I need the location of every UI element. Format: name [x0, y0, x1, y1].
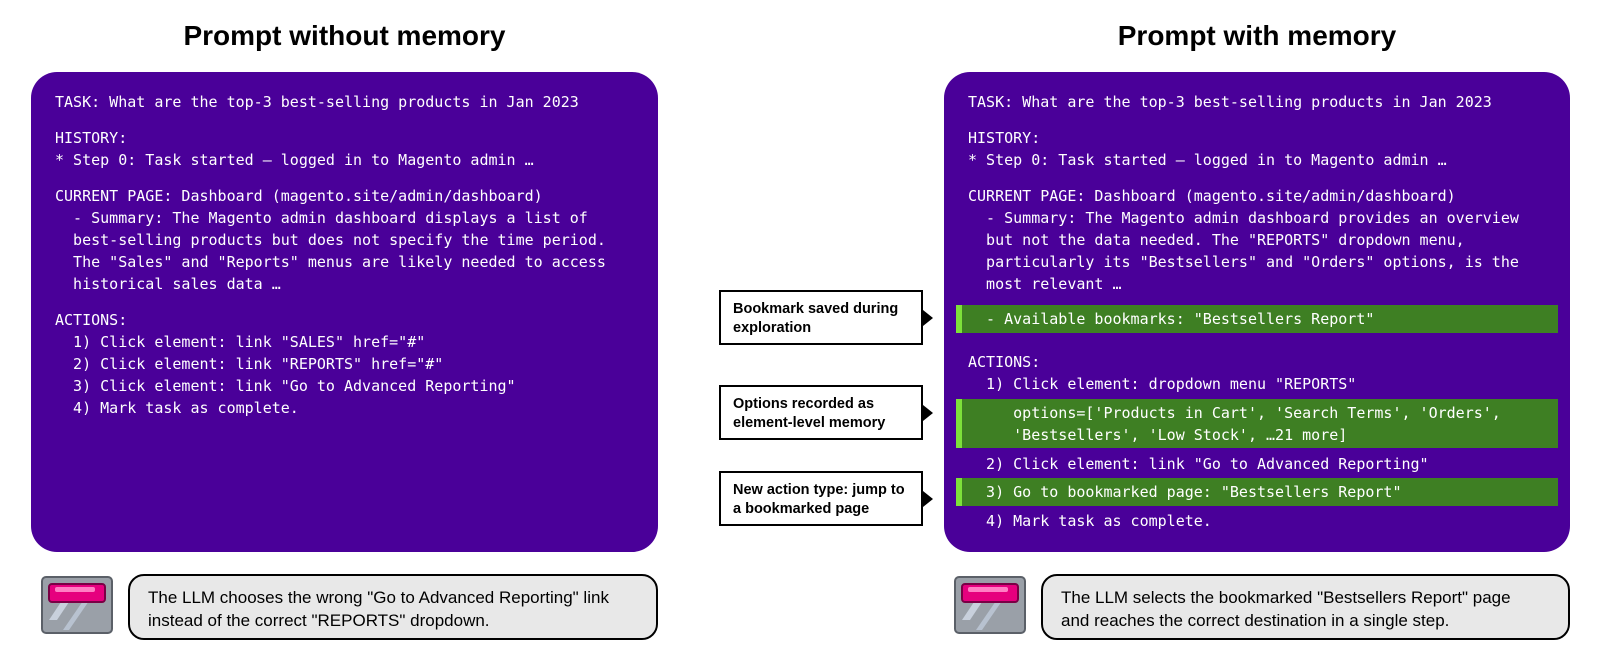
caption-text: The LLM selects the bookmarked "Bestsell…	[1061, 588, 1511, 607]
right-title: Prompt with memory	[1117, 20, 1397, 51]
callout-text: element-level memory	[733, 415, 886, 431]
robot-agent-icon	[41, 576, 113, 634]
bookmarks-line: - Available bookmarks: "Bestsellers Repo…	[968, 310, 1375, 328]
robot-agent-icon	[954, 576, 1026, 634]
history-step: * Step 0: Task started — logged in to Ma…	[968, 151, 1447, 169]
task-line: TASK: What are the top-3 best-selling pr…	[968, 93, 1492, 111]
summary-line: most relevant …	[968, 275, 1122, 293]
callout-action-type: New action type: jump to a bookmarked pa…	[719, 471, 923, 526]
history-label: HISTORY:	[55, 129, 128, 147]
caption-text: and reaches the correct destination in a…	[1061, 611, 1450, 630]
history-label: HISTORY:	[968, 129, 1041, 147]
summary-line: The "Sales" and "Reports" menus are like…	[55, 253, 606, 271]
action-item: 2) Click element: link "Go to Advanced R…	[968, 455, 1429, 473]
task-line: TASK: What are the top-3 best-selling pr…	[55, 93, 579, 111]
summary-line: - Summary: The Magento admin dashboard d…	[55, 209, 588, 227]
caption-text: The LLM chooses the wrong "Go to Advance…	[148, 588, 609, 607]
summary-line: - Summary: The Magento admin dashboard p…	[968, 209, 1519, 227]
summary-line: but not the data needed. The "REPORTS" d…	[968, 231, 1465, 249]
summary-line: best-selling products but does not speci…	[55, 231, 606, 249]
action-item: 1) Click element: dropdown menu "REPORTS…	[968, 375, 1357, 393]
callout-text: Bookmark saved during	[733, 301, 899, 317]
options-line: options=['Products in Cart', 'Search Ter…	[968, 404, 1501, 422]
callout-text: Options recorded as	[733, 396, 875, 412]
action-item: 3) Go to bookmarked page: "Bestsellers R…	[968, 483, 1402, 501]
callout-bookmark: Bookmark saved during exploration	[719, 290, 923, 345]
action-item: 1) Click element: link "SALES" href="#"	[55, 333, 426, 351]
callout-text: a bookmarked page	[733, 501, 870, 517]
action-item: 4) Mark task as complete.	[55, 399, 299, 417]
right-caption: The LLM selects the bookmarked "Bestsell…	[1041, 574, 1570, 640]
callout-text: exploration	[733, 320, 812, 336]
right-prompt-panel: TASK: What are the top-3 best-selling pr…	[944, 72, 1570, 552]
current-page-line: CURRENT PAGE: Dashboard (magento.site/ad…	[55, 187, 543, 205]
caption-text: instead of the correct "REPORTS" dropdow…	[148, 611, 490, 630]
summary-line: historical sales data …	[55, 275, 281, 293]
actions-label: ACTIONS:	[968, 353, 1041, 371]
summary-line: particularly its "Bestsellers" and "Orde…	[968, 253, 1519, 271]
callout-options: Options recorded as element-level memory	[719, 385, 923, 440]
action-item: 2) Click element: link "REPORTS" href="#…	[55, 355, 444, 373]
triangle-right-icon	[923, 491, 933, 507]
triangle-right-icon	[923, 405, 933, 421]
current-page-line: CURRENT PAGE: Dashboard (magento.site/ad…	[968, 187, 1456, 205]
action-item: 4) Mark task as complete.	[968, 512, 1212, 530]
callout-text: New action type: jump to	[733, 482, 905, 498]
options-line: 'Bestsellers', 'Low Stock', …21 more]	[968, 426, 1348, 444]
actions-label: ACTIONS:	[55, 311, 128, 329]
options-highlight	[956, 399, 1558, 448]
left-prompt-panel: TASK: What are the top-3 best-selling pr…	[31, 72, 658, 552]
left-caption: The LLM chooses the wrong "Go to Advance…	[128, 574, 658, 640]
bookmark-highlight	[956, 305, 1558, 333]
triangle-right-icon	[923, 310, 933, 326]
action-item: 3) Click element: link "Go to Advanced R…	[55, 377, 516, 395]
left-title: Prompt without memory	[183, 20, 506, 51]
bookmark-action-highlight	[956, 478, 1558, 506]
history-step: * Step 0: Task started — logged in to Ma…	[55, 151, 534, 169]
